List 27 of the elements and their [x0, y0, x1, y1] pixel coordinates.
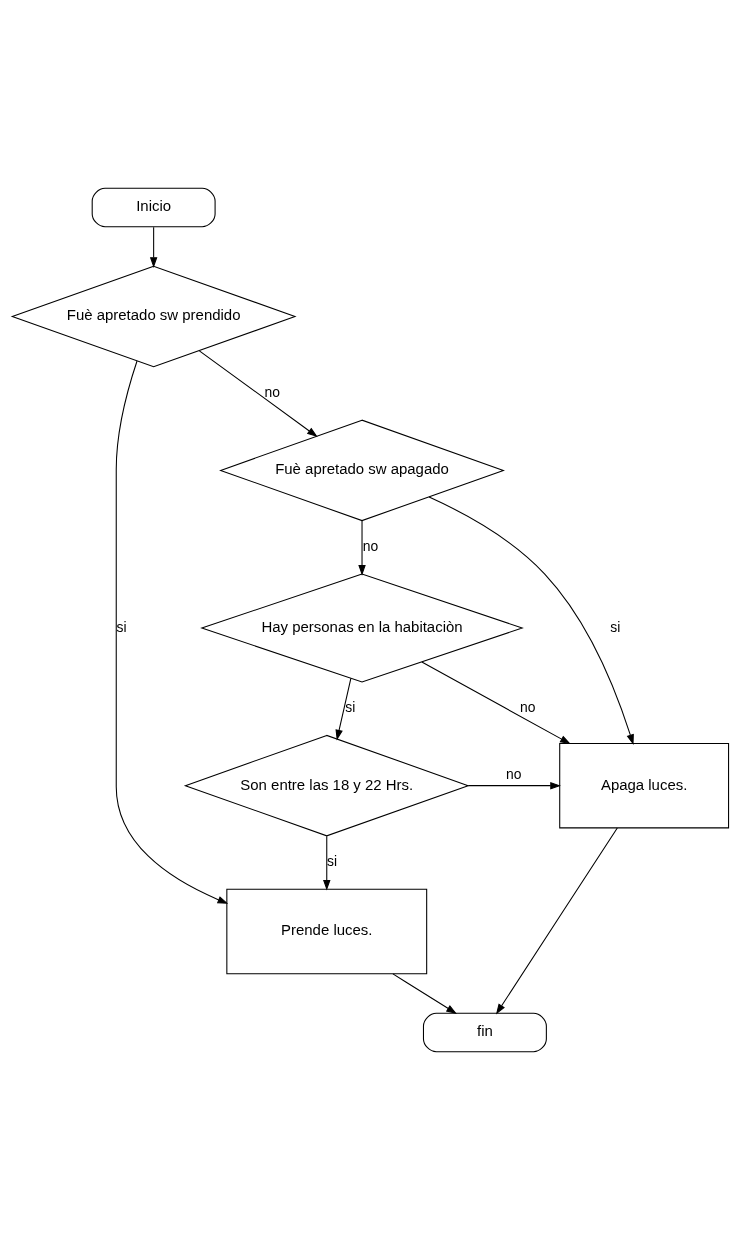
- arrow: [358, 520, 366, 576]
- arrow: [198, 350, 318, 438]
- edge-label: si: [116, 618, 127, 635]
- arrow: [428, 496, 634, 745]
- edge-label: si: [345, 699, 356, 716]
- arrow: [323, 835, 331, 891]
- node-box: fin: [422, 1012, 547, 1053]
- edge-label: no: [264, 384, 280, 401]
- arrow: [335, 677, 352, 741]
- arrow: [495, 827, 618, 1015]
- edge-label: no: [362, 537, 379, 554]
- edge-label: si: [327, 853, 338, 870]
- arrow: [421, 661, 571, 745]
- node-box: Apaga luces.: [559, 742, 730, 829]
- arrow: [392, 973, 457, 1014]
- node-diamond: Hay personas en la habitaciòn: [200, 573, 524, 683]
- edge-label: no: [519, 699, 536, 716]
- edge-label: si: [610, 618, 621, 635]
- node-diamond: Fuè apretado sw prendido: [10, 265, 297, 368]
- node-diamond: Son entre las 18 y 22 Hrs.: [183, 734, 470, 837]
- edge-label: no: [506, 765, 522, 782]
- arrow: [467, 781, 561, 790]
- node-diamond: Fuè apretado sw apagado: [219, 419, 505, 522]
- arrow: [149, 226, 158, 268]
- node-box: Inicio: [91, 187, 216, 228]
- arrow: [115, 360, 229, 904]
- node-box: Prende luces.: [226, 888, 428, 975]
